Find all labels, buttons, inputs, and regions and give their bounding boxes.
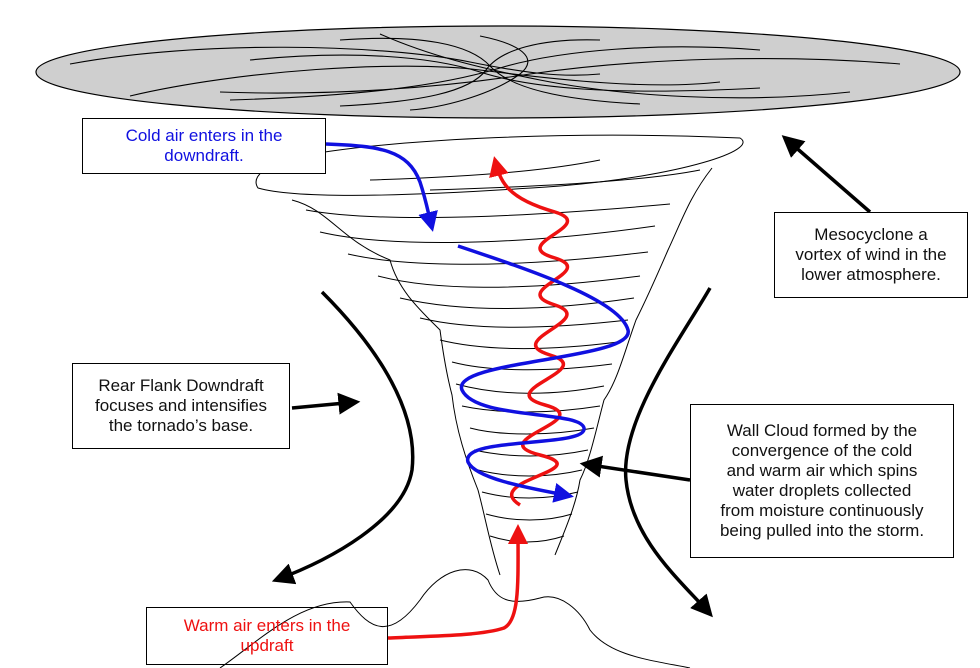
ground-line xyxy=(219,569,691,668)
mesocyclone-cloud xyxy=(35,25,961,119)
rear-flank-label: Rear Flank Downdraft focuses and intensi… xyxy=(95,376,267,435)
cold-air-label: Cold air enters in the downdraft. xyxy=(125,126,283,165)
left-downdraft-curve xyxy=(271,290,415,585)
mesocyclone-label-box: Mesocyclone a vortex of wind in the lowe… xyxy=(774,212,968,298)
right-downdraft-curve xyxy=(623,287,713,618)
warm-air-label-box: Warm air enters in the updraft xyxy=(146,607,388,665)
warm-updraft-spiral xyxy=(489,156,570,507)
warm-air-label: Warm air enters in the updraft xyxy=(183,616,351,655)
wall-cloud-pointer-arrow xyxy=(579,455,691,482)
tornado-funnel xyxy=(255,134,744,576)
mesocyclone-pointer-arrow xyxy=(781,135,872,214)
wall-cloud-label-box: Wall Cloud formed by the convergence of … xyxy=(690,404,954,558)
cold-air-entry-arrow xyxy=(325,142,438,232)
rear-flank-pointer-arrow xyxy=(291,392,361,415)
rear-flank-label-box: Rear Flank Downdraft focuses and intensi… xyxy=(72,363,290,449)
mesocyclone-label: Mesocyclone a vortex of wind in the lowe… xyxy=(795,225,947,284)
cold-air-label-box: Cold air enters in the downdraft. xyxy=(82,118,326,174)
wall-cloud-label: Wall Cloud formed by the convergence of … xyxy=(719,421,925,540)
warm-air-entry-arrow xyxy=(387,524,529,640)
cold-downdraft-spiral xyxy=(457,244,630,503)
